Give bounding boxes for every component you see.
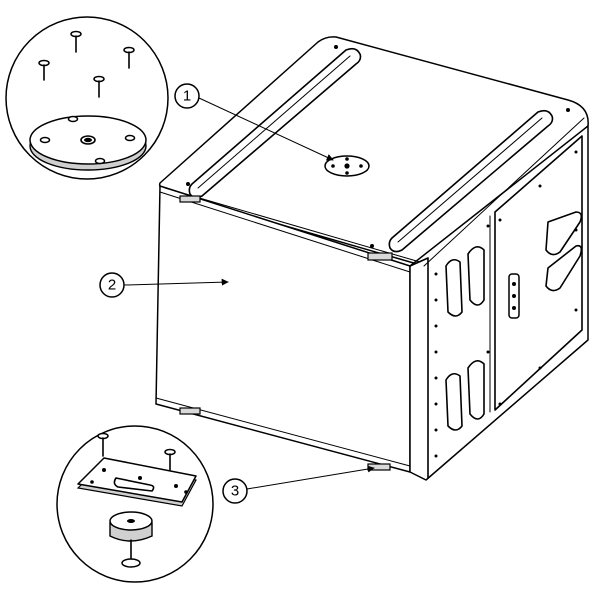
bottom-plate-screws	[97, 432, 176, 473]
rubber-foot	[109, 511, 153, 568]
top-mounting-plate	[324, 155, 370, 177]
callout-2-label: 2	[108, 277, 116, 294]
callout-1-label: 1	[183, 88, 191, 105]
callout-2: 2	[99, 272, 229, 298]
callout-1: 1	[174, 83, 334, 161]
detail-view-bottom-foot	[56, 425, 214, 583]
cabinet-side-panel	[409, 125, 589, 481]
top-handle-slot-left	[188, 47, 362, 199]
speaker-cabinet	[155, 36, 589, 481]
side-handles	[445, 211, 583, 431]
callout-3-label: 3	[231, 483, 239, 500]
top-handle-slot-right	[388, 109, 554, 253]
bottom-mounting-plate-detail	[76, 457, 197, 507]
top-plate-screws	[38, 30, 135, 98]
callout-3: 3	[222, 465, 375, 504]
top-mounting-plate-detail	[29, 115, 147, 171]
detail-view-top-plate	[5, 16, 169, 180]
connector-panel	[508, 273, 520, 319]
